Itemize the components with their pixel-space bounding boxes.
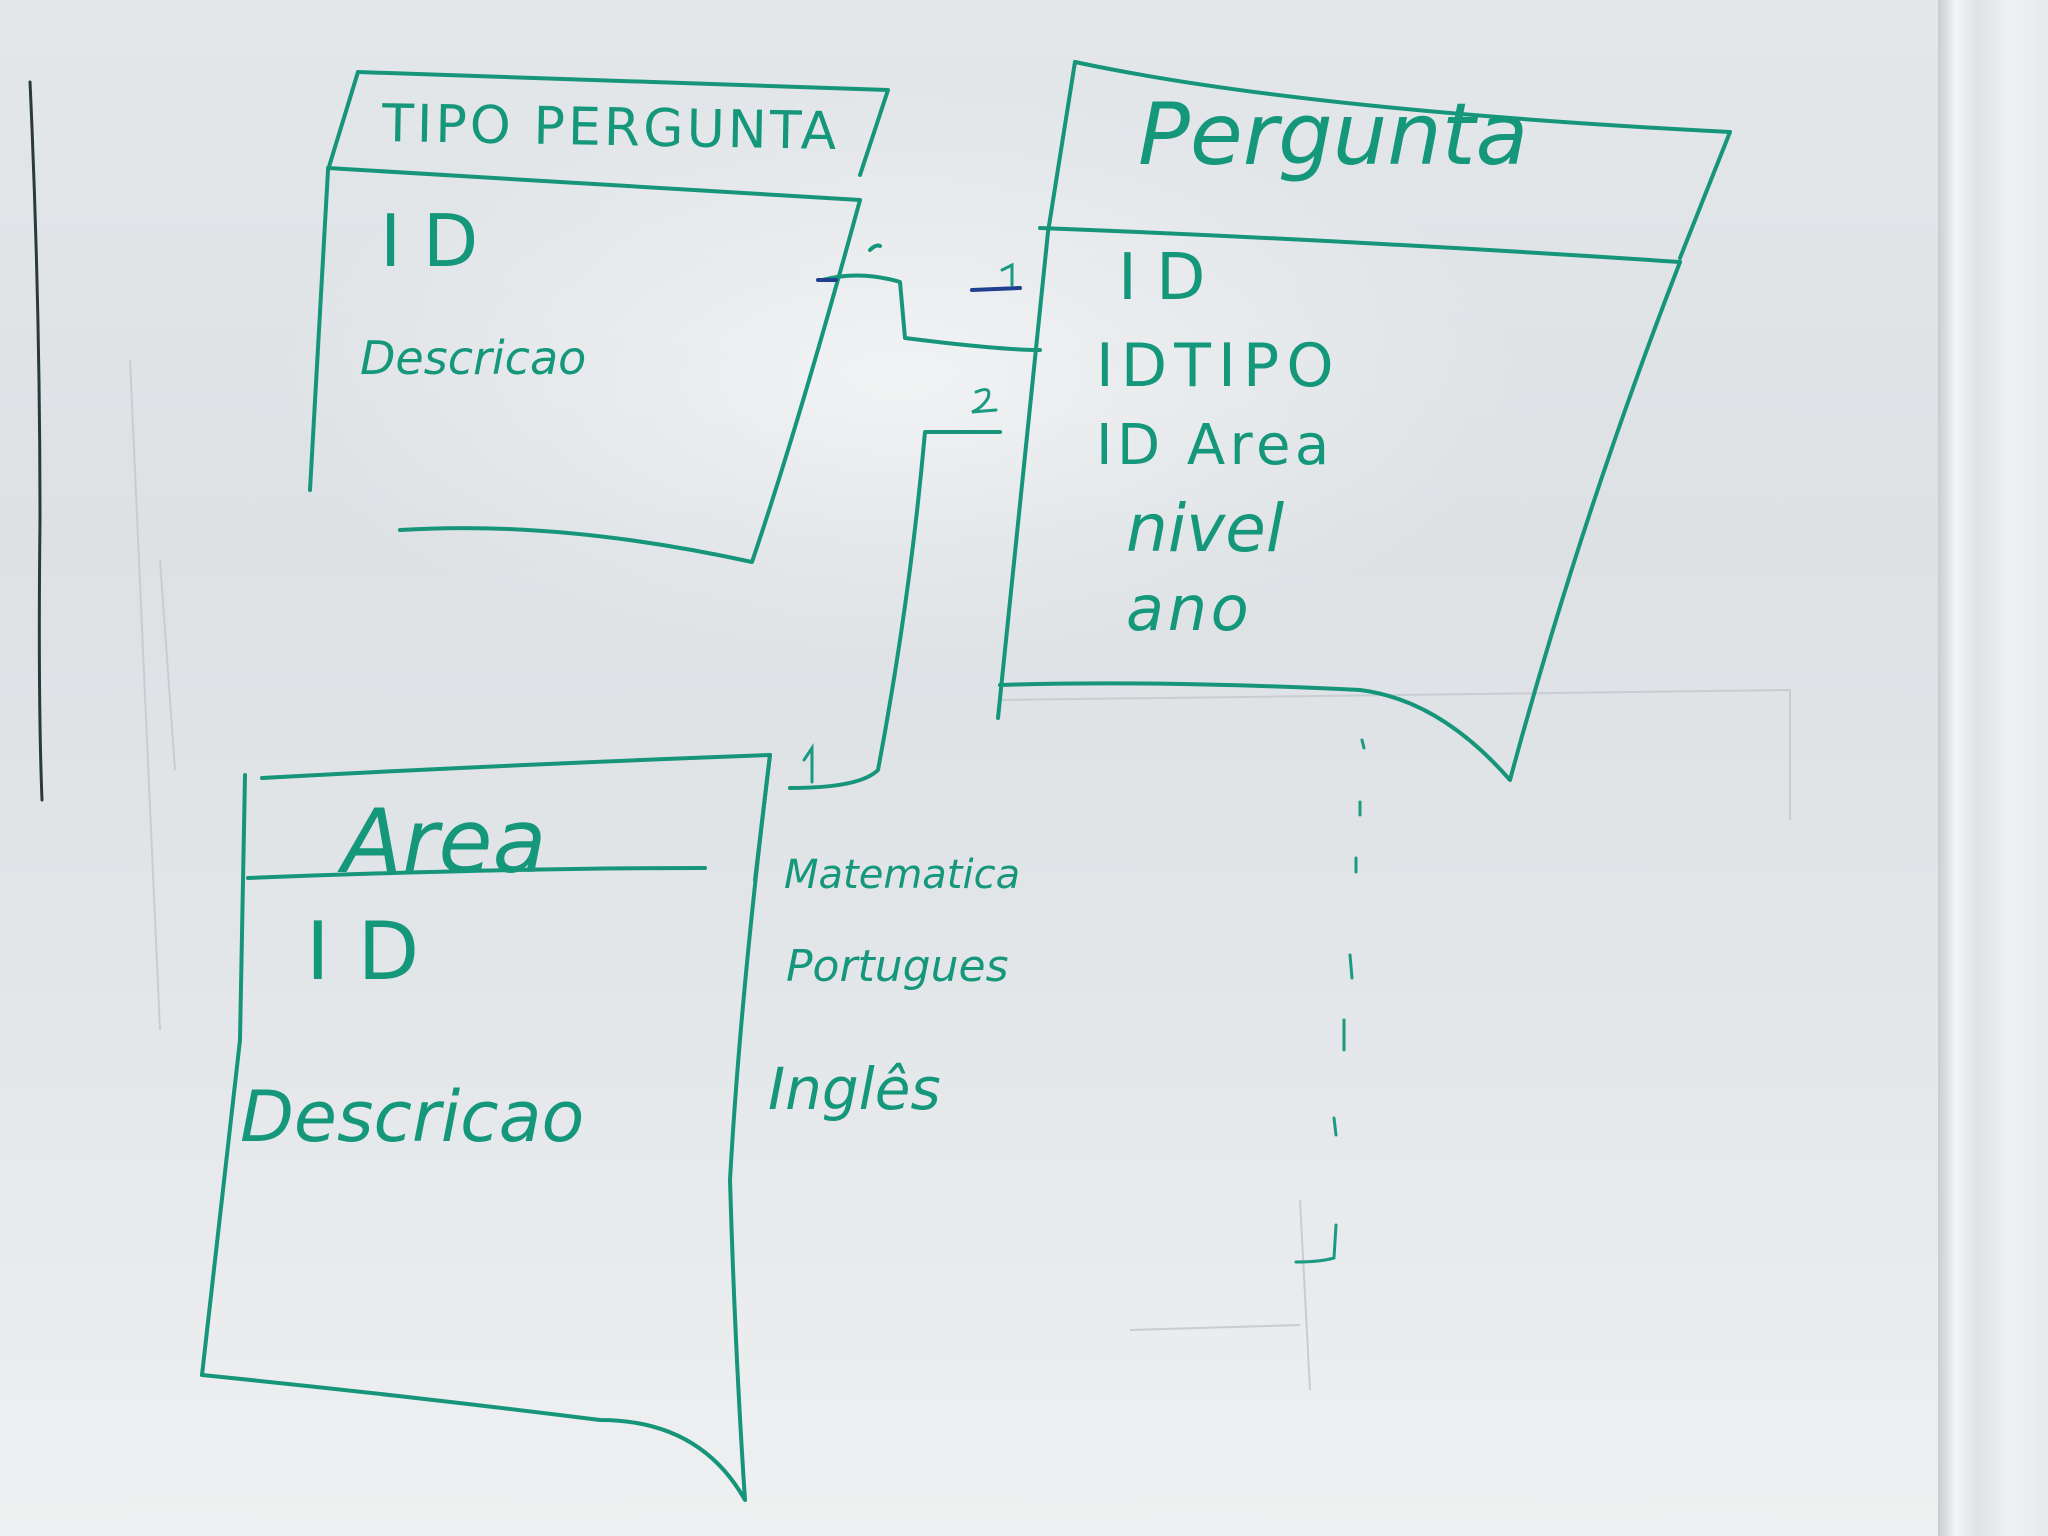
tipo-pergunta-field-descricao: Descricao [360, 331, 587, 385]
relationship-area-pergunta [788, 388, 1002, 790]
pergunta-field-idarea: ID Area [1096, 413, 1334, 478]
pergunta-field-id: ID [1118, 241, 1225, 315]
area-example-matematica: Matematica [784, 852, 1021, 898]
pergunta-field-nivel: nivel [1126, 490, 1285, 567]
area-box [200, 753, 772, 1502]
area-title: Area [342, 790, 547, 893]
pergunta-title: Pergunta [1138, 85, 1529, 185]
margin-line [28, 80, 44, 802]
area-field-descricao: Descricao [240, 1076, 585, 1158]
relationship-tipo-pergunta [816, 243, 1042, 352]
tipo-pergunta-field-id: ID [380, 199, 500, 283]
tipo-pergunta-box [308, 70, 890, 564]
pergunta-box [996, 60, 1732, 782]
area-example-ingles: Inglês [768, 1055, 941, 1123]
area-example-portugues: Portugues [786, 941, 1009, 992]
tipo-pergunta-title: TIPO PERGUNTA [381, 94, 840, 162]
dotted-continuation [1294, 738, 1366, 1264]
pergunta-field-idtipo: IDTIPO [1096, 331, 1341, 401]
area-field-id: ID [306, 905, 448, 998]
pergunta-field-ano: ano [1126, 572, 1253, 645]
whiteboard-frame [1938, 0, 2048, 1536]
